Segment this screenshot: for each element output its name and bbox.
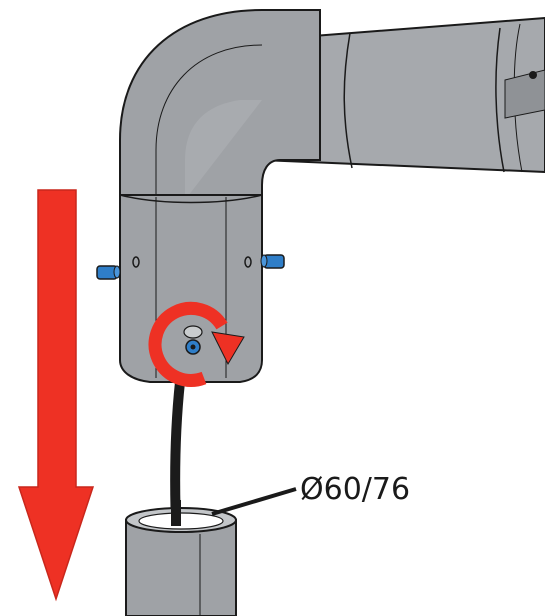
screw-icon (260, 254, 285, 269)
elbow-pipe (119, 9, 321, 201)
rotate-arrow-icon (148, 301, 245, 387)
screw-icon (183, 325, 203, 355)
dimension-leader-line (211, 487, 297, 516)
screw-icon (96, 265, 121, 280)
dimension-label: Ø60/76 (300, 472, 411, 507)
down-arrow-icon (17, 189, 95, 602)
